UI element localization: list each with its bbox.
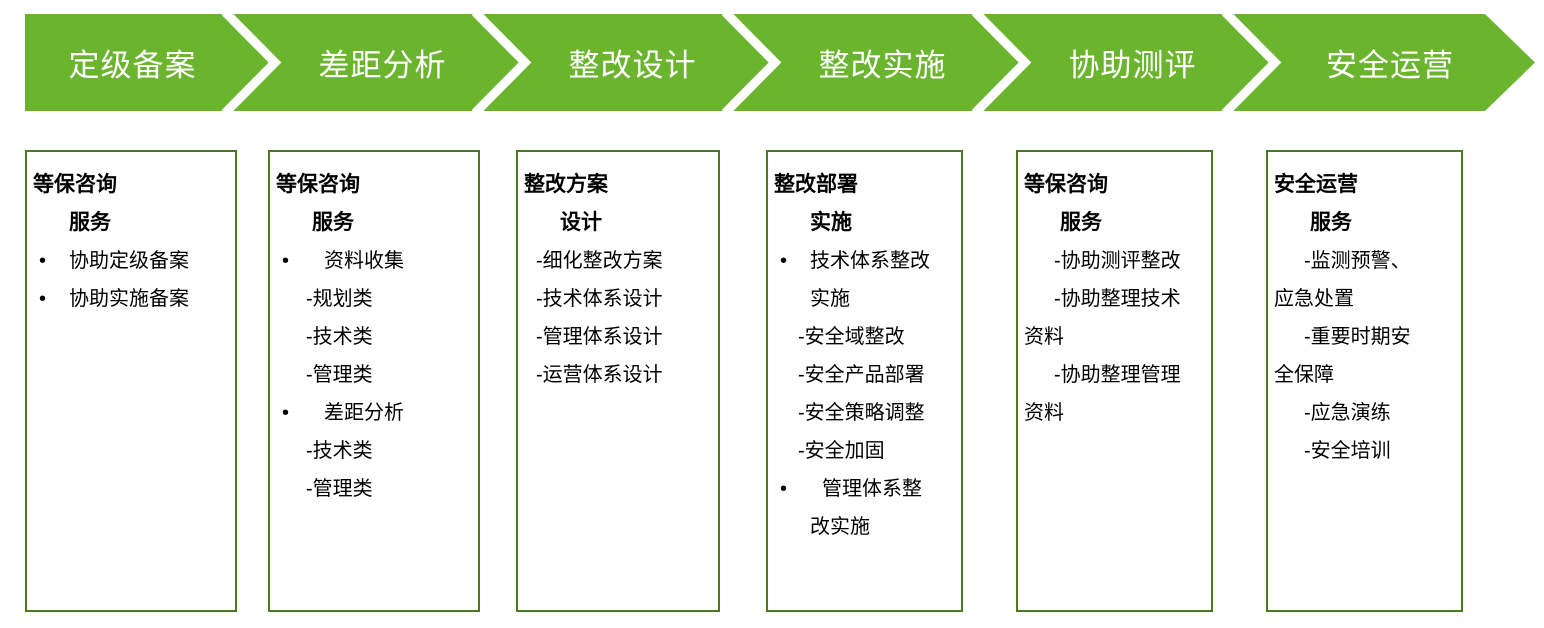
detail-line: 整改方案 (524, 173, 608, 196)
detail-line: -协助整理管理 (1054, 364, 1181, 386)
detail-line: 设计 (560, 211, 602, 234)
detail-box-2-content: 等保咨询服务资料收集-规划类-技术类-管理类差距分析-技术类-管理类 (270, 152, 478, 610)
detail-line: -应急演练 (1304, 402, 1391, 424)
detail-line: -安全策略调整 (798, 402, 925, 424)
detail-line: 技术体系整改 (774, 242, 955, 280)
detail-line: 等保咨询 (1024, 173, 1108, 196)
detail-line: 改实施 (810, 516, 870, 538)
detail-line: -技术体系设计 (536, 288, 663, 310)
detail-line: -重要时期安 (1304, 326, 1411, 348)
detail-box-1-content: 等保咨询服务协助定级备案协助实施备案 (27, 152, 235, 610)
detail-line: 资料收集 (276, 242, 472, 280)
detail-line: 服务 (312, 211, 354, 234)
chevron-separators (221, 14, 1282, 111)
detail-box-5[interactable]: 等保咨询服务-协助测评整改-协助整理技术资料-协助整理管理资料 (1016, 150, 1213, 612)
detail-line: -安全培训 (1304, 440, 1391, 462)
detail-line: -协助测评整改 (1054, 250, 1181, 272)
detail-line: 等保咨询 (33, 173, 117, 196)
detail-line: -安全域整改 (798, 326, 905, 348)
detail-box-4[interactable]: 整改部署实施技术体系整改实施-安全域整改-安全产品部署-安全策略调整-安全加固管… (766, 150, 963, 612)
detail-line: -安全产品部署 (798, 364, 925, 386)
detail-line: 服务 (1060, 211, 1102, 234)
detail-line: 服务 (69, 211, 111, 234)
detail-line: 管理体系整 (774, 470, 955, 508)
detail-line: -细化整改方案 (536, 250, 663, 272)
detail-line: 服务 (1310, 211, 1352, 234)
chevron-separator-5 (1221, 14, 1282, 111)
detail-line: 协助实施备案 (33, 280, 229, 318)
chevron-separator-2 (471, 14, 532, 111)
detail-box-1[interactable]: 等保咨询服务协助定级备案协助实施备案 (25, 150, 237, 612)
detail-line: -规划类 (306, 288, 373, 310)
chevron-banner-shape (25, 14, 1535, 111)
detail-line: 安全运营 (1274, 173, 1358, 196)
detail-line: 实施 (810, 211, 852, 234)
chevron-separator-3 (721, 14, 782, 111)
detail-line: 应急处置 (1274, 288, 1354, 310)
detail-line: 整改部署 (774, 173, 858, 196)
detail-box-4-content: 整改部署实施技术体系整改实施-安全域整改-安全产品部署-安全策略调整-安全加固管… (768, 152, 961, 610)
detail-line: -监测预警、 (1304, 250, 1411, 272)
detail-line: 实施 (810, 288, 850, 310)
chevron-separator-1 (221, 14, 282, 111)
detail-line: 协助定级备案 (33, 242, 229, 280)
detail-line: 等保咨询 (276, 173, 360, 196)
detail-line: -管理类 (306, 478, 373, 500)
detail-line: -协助整理技术 (1054, 288, 1181, 310)
detail-line: 差距分析 (276, 394, 472, 432)
detail-line: -运营体系设计 (536, 364, 663, 386)
detail-box-6-content: 安全运营服务 -监测预警、应急处置 -重要时期安全保障 -应急演练 -安全培训 (1268, 152, 1461, 610)
detail-box-6[interactable]: 安全运营服务 -监测预警、应急处置 -重要时期安全保障 -应急演练 -安全培训 (1266, 150, 1463, 612)
detail-box-3-content: 整改方案设计 -细化整改方案 -技术体系设计 -管理体系设计 -运营体系设计 (518, 152, 718, 610)
detail-line: -技术类 (306, 326, 373, 348)
chevron-separator-4 (971, 14, 1032, 111)
detail-box-2[interactable]: 等保咨询服务资料收集-规划类-技术类-管理类差距分析-技术类-管理类 (268, 150, 480, 612)
detail-line: -管理类 (306, 364, 373, 386)
detail-box-5-content: 等保咨询服务-协助测评整改-协助整理技术资料-协助整理管理资料 (1018, 152, 1211, 610)
detail-line: 资料 (1024, 402, 1064, 424)
detail-box-3[interactable]: 整改方案设计 -细化整改方案 -技术体系设计 -管理体系设计 -运营体系设计 (516, 150, 720, 612)
detail-line: 资料 (1024, 326, 1064, 348)
detail-line: -管理体系设计 (536, 326, 663, 348)
process-flow-banner: 定级备案 差距分析 整改设计 整改实施 协助测评 安全运营 (25, 14, 1535, 111)
detail-line: -安全加固 (798, 440, 885, 462)
detail-line: -技术类 (306, 440, 373, 462)
detail-line: 全保障 (1274, 364, 1334, 386)
